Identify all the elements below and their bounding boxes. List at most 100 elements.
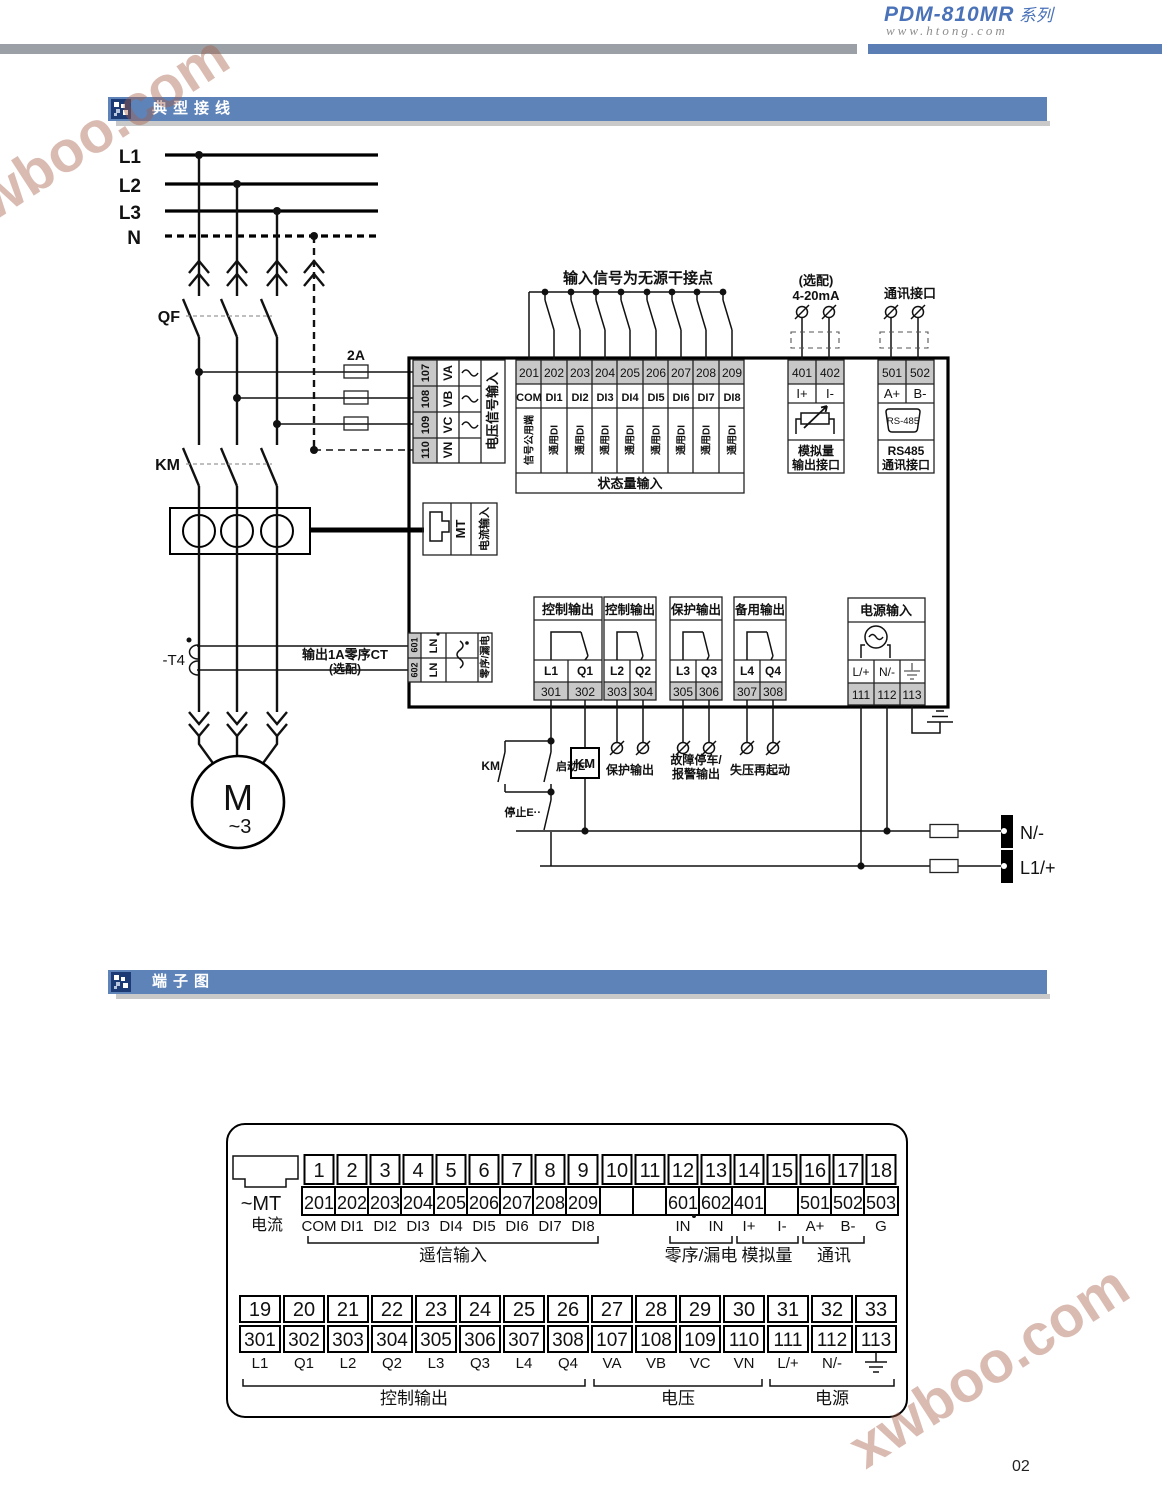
label: I+ [743, 1218, 756, 1235]
terminal-code: L1 [544, 664, 558, 678]
label: COM [302, 1218, 337, 1235]
terminal-num: 107 [420, 364, 432, 382]
code: 208 [535, 1193, 565, 1213]
pin: 27 [601, 1299, 623, 1321]
terminal-code: DI5 [647, 392, 664, 404]
top-pin-numbers: 1 2 3 4 5 6 7 8 9 10 11 12 13 14 15 16 1… [313, 1160, 892, 1182]
terminal-code: Q3 [701, 664, 717, 678]
header-rule-gray [0, 44, 857, 54]
label: DI7 [538, 1218, 561, 1235]
code: 307 [508, 1330, 540, 1351]
pin: 16 [804, 1160, 826, 1182]
terminal-num: 110 [420, 441, 432, 459]
terminal-code: B- [914, 386, 927, 401]
code: 601 [668, 1193, 698, 1213]
motor-m: M [223, 777, 253, 818]
line-break-marks [188, 259, 325, 287]
group-label: 电源 [815, 1389, 849, 1408]
terminal-code: DI4 [621, 392, 639, 404]
terminal-code: LN [428, 639, 440, 654]
block-label2: 通讯接口 [882, 457, 930, 472]
code: 502 [833, 1193, 863, 1213]
earth-icon [904, 663, 920, 680]
pin: 21 [337, 1299, 359, 1321]
terminal-code: I+ [796, 386, 807, 401]
pin: 1 [313, 1160, 324, 1182]
terminal-code: DI2 [571, 392, 588, 404]
pin: 13 [705, 1160, 727, 1182]
group-label: 电压 [661, 1389, 695, 1408]
code: 111 [774, 1330, 803, 1351]
comm-block: 通讯接口 501 502 A+ B- RS-485 RS485 通讯接口 [877, 286, 936, 474]
code: 110 [729, 1330, 759, 1351]
section-shadow [116, 121, 1050, 126]
pin: 6 [478, 1160, 489, 1182]
label: DI3 [406, 1218, 429, 1235]
km-contactor: KM [155, 447, 279, 508]
di-generic-label: 通用DI [625, 425, 637, 455]
pin: 22 [381, 1299, 403, 1321]
code: 204 [403, 1193, 433, 1213]
code: 109 [684, 1330, 716, 1351]
bottom-group-brackets [242, 1379, 895, 1387]
label: DI1 [340, 1218, 363, 1235]
bottom-pin-numbers: 19 20 21 22 23 24 25 26 27 28 29 30 31 3… [249, 1299, 887, 1321]
power-input-block: 电源输入 L/+ N/- 111 112 113 [847, 597, 926, 706]
terminal-map: ~MT 电流 1 2 3 4 5 6 7 [226, 1123, 908, 1418]
label: L/+ [777, 1355, 799, 1372]
terminal-num: 209 [722, 366, 742, 380]
pin: 30 [733, 1299, 755, 1321]
stop-label: 停止E·· [504, 805, 541, 819]
mains-lines: L1 L2 L3 N [119, 147, 378, 450]
wire-terminal-icons [883, 304, 926, 320]
di-generic-label: 通用DI [701, 425, 713, 455]
label: B- [841, 1218, 856, 1235]
terminal-code: Q2 [635, 664, 651, 678]
analog-output-block: (选配) 4-20mA 401 402 I+ I- 模拟量 输出接口 [787, 273, 845, 474]
label: A+ [806, 1218, 825, 1235]
output-title: 保护输出 [670, 602, 721, 617]
pin: 26 [557, 1299, 579, 1321]
terminal-code: I- [826, 386, 834, 401]
pin: 18 [870, 1160, 892, 1182]
pin: 3 [379, 1160, 390, 1182]
terminal-code: DI1 [545, 392, 562, 404]
voltage-input-block: 107 108 109 110 VA VB VC VN 电压信号输入 [412, 359, 506, 464]
coil-icon [456, 640, 464, 669]
fuse [929, 858, 959, 874]
website-url: www.htong.com [886, 23, 1008, 38]
ct-note-line2: (选配) [329, 661, 361, 676]
label: N/- [822, 1355, 842, 1372]
pin: 8 [544, 1160, 555, 1182]
terminal-code: L/+ [852, 665, 869, 679]
terminal-code: DI3 [596, 392, 613, 404]
mt-label: 电流输入 [477, 507, 491, 551]
terminal-num: 307 [737, 685, 757, 699]
pin: 23 [425, 1299, 447, 1321]
relay-contact [616, 631, 644, 661]
earth-icon [865, 1353, 887, 1373]
pin: 25 [513, 1299, 535, 1321]
relay-contact [746, 631, 774, 661]
fault-label-2: 报警输出 [672, 766, 720, 781]
code: 113 [861, 1330, 891, 1351]
section-title: 端子图 [152, 973, 216, 990]
mt-current-block: MT 电流输入 [422, 502, 498, 556]
group-label: 零序/漏电 [665, 1246, 738, 1265]
km-aux-label: KM [481, 759, 500, 773]
terminal-code: COM [516, 392, 542, 404]
mt-label: ~MT [241, 1193, 282, 1215]
code: 112 [817, 1330, 847, 1351]
code: 305 [420, 1330, 452, 1351]
terminal-num: 203 [570, 366, 590, 380]
code: 203 [370, 1193, 400, 1213]
zero-sequence-ct: -T4 输出1A零序CT (选配) [163, 637, 414, 676]
pin: 11 [640, 1160, 661, 1182]
section-pixel-icon [111, 972, 131, 992]
label: VN [734, 1355, 755, 1372]
fuse [343, 416, 369, 431]
pin: 2 [346, 1160, 357, 1182]
terminal-num: 113 [902, 688, 921, 702]
analog-note2: 4-20mA [793, 288, 841, 303]
